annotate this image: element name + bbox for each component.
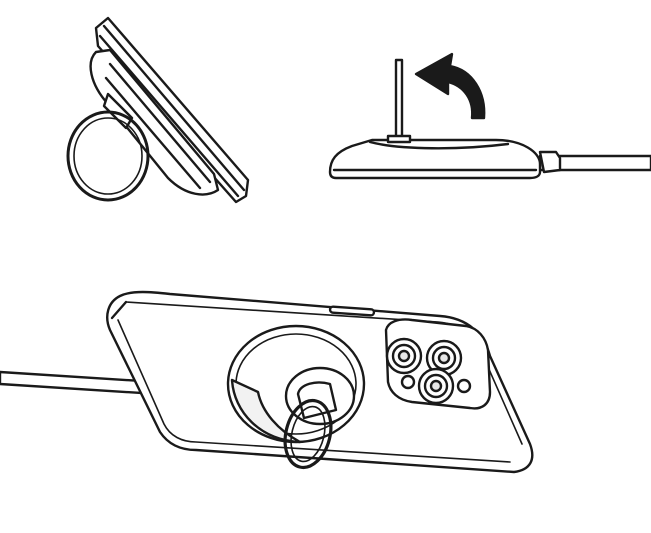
rotate-arrow-icon [414,52,486,120]
camera-sensor [456,378,472,394]
finger-ring-side [66,110,150,202]
panel-phone-back-view [0,290,534,474]
phone-body-side [94,16,250,204]
ring-hinge [102,92,134,130]
phone-corner-notch [110,300,128,320]
pin-base [386,134,412,144]
panel-phone-side-view [66,16,250,204]
charger-pad-base [328,138,542,180]
charger-inner-line-2 [104,76,202,190]
finger-ring-inner [73,117,143,195]
raised-pin [394,58,404,142]
charger-inner-line [108,62,212,184]
phone-edge-line [102,24,246,192]
finger-ring [283,398,333,470]
charger-puck-side [230,378,302,444]
charger-puck-side [89,48,220,196]
finger-ring-inner-edge [290,405,326,463]
camera-lens-1 [385,337,423,375]
camera-lens-3 [417,367,455,405]
charger-pad-top-line [368,140,510,150]
phone-back-lower-edge [117,319,511,463]
cable-collar [538,150,562,174]
side-button [328,305,376,317]
camera-flash [400,374,416,390]
phone-edge-line-2 [98,34,240,198]
panel-charger-pad [328,52,651,180]
